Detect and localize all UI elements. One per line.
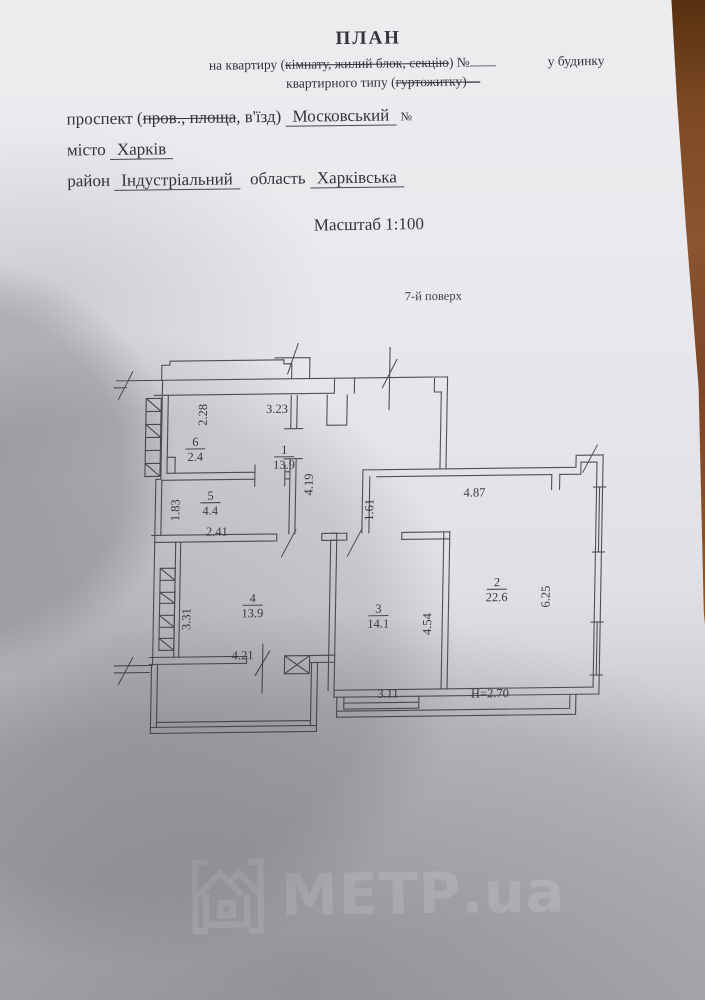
- dim-1-61: 1.61: [362, 499, 376, 521]
- axis-tick-top-left: [117, 371, 134, 401]
- room-6-label: 6 2.4: [185, 435, 206, 464]
- room-2-number: 2: [494, 575, 500, 589]
- dim-1-83: 1.83: [168, 499, 182, 521]
- room-2-area: 22.6: [486, 590, 508, 604]
- room-4-area: 13.9: [241, 606, 263, 620]
- room-5-area: 4.4: [202, 504, 219, 518]
- closet-nub: [166, 456, 176, 474]
- room-4-number: 4: [249, 591, 256, 605]
- dim-2-28: 2.28: [196, 404, 210, 426]
- dim-3-23: 3.23: [266, 402, 288, 416]
- room-3-label: 3 14.1: [367, 602, 389, 631]
- axis-tick-stair: [582, 444, 599, 473]
- door-jamb-room2: [550, 473, 561, 491]
- room-1-area: 13.9: [273, 458, 295, 472]
- dim-6-25: 6.25: [538, 586, 552, 608]
- balcony-door-tick: [254, 643, 271, 694]
- dim-4-21: 4.21: [232, 648, 254, 662]
- dim-4-87: 4.87: [463, 485, 485, 499]
- dim-ceiling-height: H=2.70: [471, 686, 509, 700]
- wall-bottom: [333, 686, 600, 698]
- niche-outline: [161, 359, 293, 381]
- wall-room3-top: [330, 531, 451, 541]
- room-6-area: 2.4: [187, 450, 204, 464]
- wall-room3-room2: [440, 531, 451, 690]
- dim-3-11: 3.11: [377, 686, 399, 700]
- dim-4-19: 4.19: [302, 474, 316, 496]
- room-6-number: 6: [192, 435, 198, 449]
- window-right-lower: [589, 621, 604, 676]
- room-3-area: 14.1: [367, 617, 389, 631]
- room-1-number: 1: [281, 443, 287, 457]
- wall-right: [592, 454, 604, 695]
- balcony-bottom: [336, 693, 577, 718]
- room-5-number: 5: [207, 489, 213, 503]
- wall-room6-room1: [283, 395, 304, 535]
- entry-axis-tick: [381, 346, 398, 411]
- dim-2-41: 2.41: [206, 525, 228, 539]
- wall-corridor-top: [362, 454, 604, 478]
- wall-room6-room5: [161, 464, 291, 487]
- watermark-text: МЕТР.ua: [280, 859, 566, 929]
- dim-3-31: 3.31: [179, 608, 193, 630]
- watermark: МЕТР.ua: [189, 851, 566, 938]
- wall-stub-left: [113, 656, 154, 686]
- door-tick-room4: [280, 529, 297, 558]
- wall-top: [113, 376, 449, 470]
- wall-room4-bottom: [148, 654, 336, 666]
- hall-leg-wall: [361, 469, 371, 534]
- dim-4-54: 4.54: [420, 612, 434, 635]
- house-logo-icon: [191, 858, 265, 935]
- wall-room4-top: [151, 532, 338, 543]
- entry-door-leaf: [326, 394, 348, 426]
- room-5-label: 5 4.4: [200, 489, 221, 518]
- corridor-door-mark: [274, 342, 311, 380]
- room-2-label: 2 22.6: [486, 575, 508, 604]
- window-room3-bottom: [343, 695, 420, 710]
- room-1-label: 1 13.9: [273, 443, 295, 472]
- vent-shaft-upper: [144, 397, 162, 478]
- wall-room3-room4: [327, 532, 338, 698]
- room-4-label: 4 13.9: [241, 591, 263, 620]
- vent-shaft-lower: [158, 567, 176, 651]
- balcony-window-box: [283, 654, 311, 675]
- balcony-left: [149, 661, 319, 735]
- room-3-number: 3: [375, 602, 381, 616]
- wall-left: [151, 379, 169, 667]
- wall-room4-left: [173, 541, 182, 658]
- window-right-upper: [591, 486, 607, 553]
- door-tick-room3: [346, 528, 363, 557]
